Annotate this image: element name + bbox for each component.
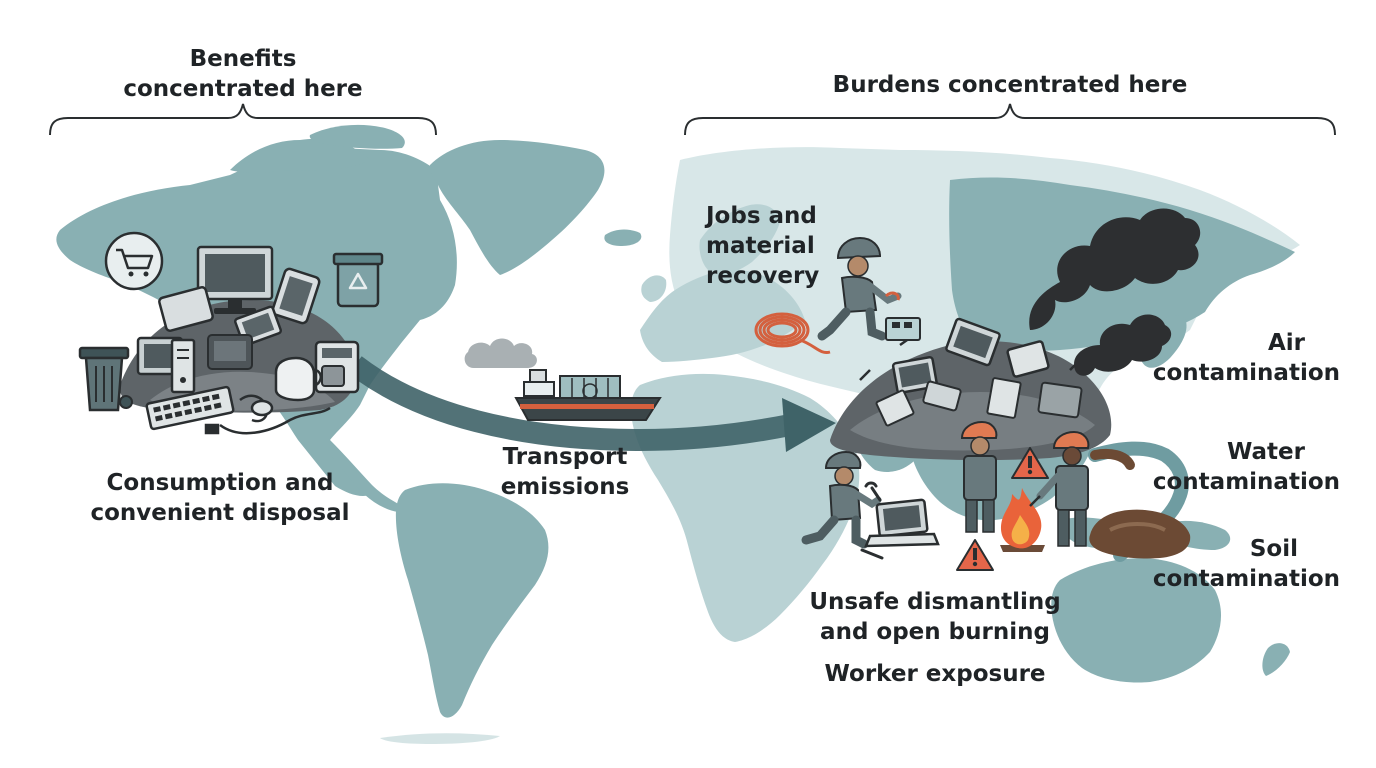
south-america [395,483,549,718]
ship-icon [514,369,662,421]
benefits-header-line-1: Benefits [189,46,297,72]
trash-can-icon [78,346,133,412]
water-contamination-label: Water contamination [1150,437,1340,497]
burning-worker [1029,430,1090,547]
hazard-icon-lower [956,539,994,571]
smoke-plume-ship-icon [464,338,537,368]
device-icon [207,334,253,370]
jobs-label: Jobs and material recovery [706,201,846,291]
tablet-icon [158,286,214,332]
burdens-brace [684,103,1336,136]
recycle-symbol-icon [582,383,598,399]
air-line-1: Air [1267,330,1305,356]
dismantling-worker [801,450,882,549]
scandinavia [699,204,780,275]
unsafe-line-2: and open burning [820,619,1050,645]
transport-label: Transport emissions [480,442,650,502]
iceland [604,229,642,246]
kettle-icon [274,356,322,402]
benefits-header: Benefits concentrated here [93,44,393,104]
laptop-icon [864,498,940,548]
greenland [429,140,605,275]
new-zealand [1262,643,1290,676]
consumption-label: Consumption and convenient disposal [80,468,360,528]
worker-exposure-label: Worker exposure [810,659,1060,689]
burdens-header-text: Burdens concentrated here [832,72,1188,98]
soil-line-2: contamination [1152,566,1340,592]
soil-contamination-patch [1089,509,1191,559]
parts-box-icon [885,317,921,341]
e-waste-dump [830,317,1112,461]
transport-line-1: Transport [502,444,628,470]
soil-contamination-label: Soil contamination [1150,534,1340,594]
pc-tower-icon [170,338,196,394]
jobs-line-1: Jobs and [706,203,817,229]
water-line-2: contamination [1152,469,1340,495]
monitor-icon [196,245,274,314]
australia [1051,558,1222,683]
wrench-icon [860,481,884,560]
coffee-maker-icon [314,340,360,394]
unsafe-line-1: Unsafe dismantling [809,589,1061,615]
central-america [330,440,400,512]
consumption-line-2: convenient disposal [90,500,350,526]
arctic-islands [230,138,370,173]
air-line-2: contamination [1152,360,1340,386]
standing-worker [960,420,998,533]
recovery-worker [817,236,902,341]
keyboard-icon [145,385,235,431]
export-flow-arrow [348,356,836,452]
unsafe-dismantling-label: Unsafe dismantling and open burning [800,587,1070,647]
benefits-brace [49,103,437,136]
transport-line-2: emissions [500,474,630,500]
burdens-header: Burdens concentrated here [810,70,1210,100]
phone-icon [271,267,321,325]
british-isles [641,275,667,302]
air-contamination-label: Air contamination [1150,328,1340,388]
jobs-line-2: material [706,233,815,259]
jobs-line-3: recovery [706,263,820,289]
arctic-islands-2 [309,124,405,149]
worker-exposure-text: Worker exposure [824,661,1046,687]
smoke-icon [1029,208,1201,376]
recycle-bin-icon [332,252,384,308]
soil-line-1: Soil [1249,536,1298,562]
cable-coil-icon [754,312,831,355]
water-line-1: Water [1226,439,1305,465]
consumption-line-1: Consumption and [106,470,334,496]
cart-icon [104,231,164,291]
hazard-icon [1011,447,1049,479]
benefits-header-line-2: concentrated here [123,76,363,102]
cable-icon [204,394,331,435]
antarctica-hint [380,733,500,744]
